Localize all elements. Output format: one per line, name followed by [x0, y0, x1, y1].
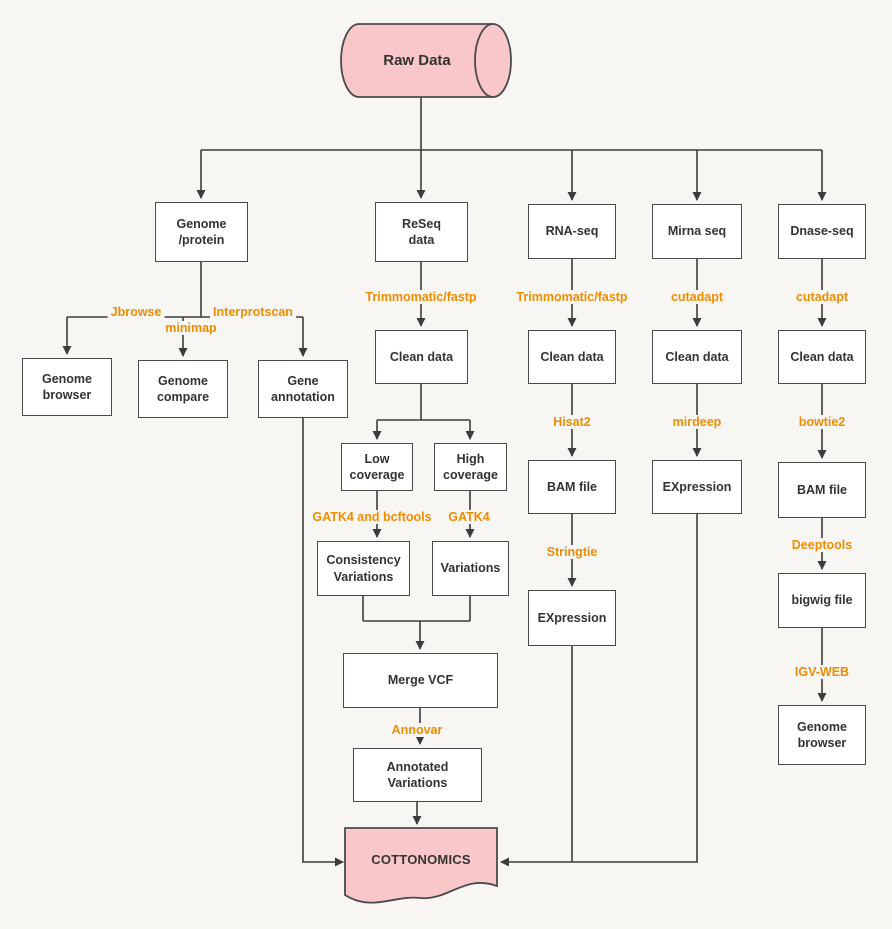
edge-label-trimmomatic-reseq: Trimmomatic/fastp	[362, 290, 480, 304]
node-variations: Variations	[432, 541, 509, 596]
edge-label-interprotscan: Interprotscan	[210, 305, 296, 319]
connector-expression-to-cottonomics	[500, 514, 698, 867]
edge-label-minimap: minimap	[162, 321, 220, 335]
raw-data-cylinder	[340, 23, 493, 98]
node-high-coverage: High coverage	[434, 443, 507, 491]
node-genome-compare: Genome compare	[138, 360, 228, 418]
edge-label-gatk4-bcftools: GATK4 and bcftools	[309, 510, 435, 524]
edge-label-igv-web: IGV-WEB	[791, 665, 853, 679]
edge-label-cutadapt-dnase: cutadapt	[792, 290, 852, 304]
node-genome-browser: Genome browser	[22, 358, 112, 416]
node-gene-annotation: Gene annotation	[258, 360, 348, 418]
edge-label-cutadapt-mirna: cutadapt	[667, 290, 727, 304]
edge-label-hisat2: Hisat2	[550, 415, 594, 429]
edge-label-trimmomatic-rna: Trimmomatic/fastp	[513, 290, 631, 304]
node-cottonomics: COTTONOMICS	[371, 851, 471, 867]
edge-label-stringtie: Stringtie	[543, 545, 601, 559]
node-bigwig-file: bigwig file	[778, 573, 866, 628]
connector-annotation-to-cottonomics	[302, 418, 344, 867]
node-annotated-variations: Annotated Variations	[353, 748, 482, 802]
edge-label-gatk4: GATK4	[445, 510, 493, 524]
cottonomics-document-shape	[344, 827, 498, 904]
node-expression-mirna: EXpression	[652, 460, 742, 514]
node-mirna-seq: Mirna seq	[652, 204, 742, 259]
node-clean-data-rna: Clean data	[528, 330, 616, 384]
node-consistency-variations: Consistency Variations	[317, 541, 410, 596]
node-clean-data-mirna: Clean data	[652, 330, 742, 384]
edge-label-jbrowse: Jbrowse	[107, 305, 165, 319]
node-bam-file-rna: BAM file	[528, 460, 616, 514]
node-reseq-data: ReSeq data	[375, 202, 468, 262]
edge-label-mirdeep: mirdeep	[669, 415, 725, 429]
node-genome-browser-dnase: Genome browser	[778, 705, 866, 765]
node-rna-seq: RNA-seq	[528, 204, 616, 259]
node-genome-protein: Genome /protein	[155, 202, 248, 262]
node-raw-data: Raw Data	[383, 52, 451, 69]
node-expression-rna: EXpression	[528, 590, 616, 646]
node-clean-data-dnase: Clean data	[778, 330, 866, 384]
node-bam-file-dnase: BAM file	[778, 462, 866, 518]
edge-label-bowtie2: bowtie2	[795, 415, 849, 429]
node-low-coverage: Low coverage	[341, 443, 413, 491]
edge-label-deeptools: Deeptools	[788, 538, 856, 552]
node-merge-vcf: Merge VCF	[343, 653, 498, 708]
edge-label-annovar: Annovar	[388, 723, 446, 737]
raw-data-cylinder-cap	[474, 23, 512, 98]
node-dnase-seq: Dnase-seq	[778, 204, 866, 259]
node-clean-data-reseq: Clean data	[375, 330, 468, 384]
